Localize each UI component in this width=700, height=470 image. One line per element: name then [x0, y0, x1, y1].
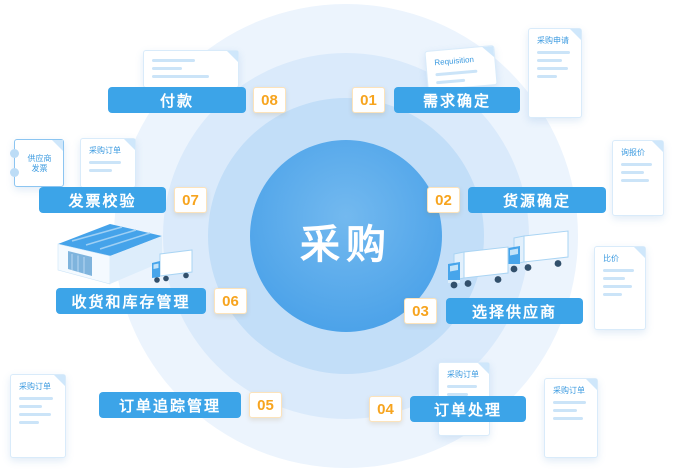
- order-tracking-doc-label: 采购订单: [19, 382, 51, 391]
- price-compare-doc-label: 比价: [603, 254, 619, 263]
- step-number-02: 02: [427, 187, 460, 213]
- warehouse-icon: [56, 218, 196, 290]
- step-number-01: 01: [352, 87, 385, 113]
- step-number-05: 05: [249, 392, 282, 418]
- step-label-sourcing: 货源确定: [468, 187, 606, 213]
- purchase-order-document-icon: 采购订单: [10, 374, 66, 458]
- requisition-doc-label: Requisition: [434, 54, 475, 68]
- price-comparison-document-icon: 比价: [594, 246, 646, 330]
- step-label-invoice-verification: 发票校验: [39, 187, 166, 213]
- step-number-03: 03: [404, 298, 437, 324]
- step-number-07: 07: [174, 187, 207, 213]
- supplier-invoice-icon: 供应商 发票: [10, 139, 64, 187]
- inquiry-doc-label: 询报价: [621, 148, 645, 157]
- order-bottom-right-doc-label: 采购订单: [553, 386, 585, 395]
- step-number-06: 06: [214, 288, 247, 314]
- step-label-order-tracking: 订单追踪管理: [99, 392, 241, 418]
- delivery-trucks-icon: [444, 228, 576, 298]
- step-number-08: 08: [253, 87, 286, 113]
- step-label-receiving-inventory: 收货和库存管理: [56, 288, 206, 314]
- step-number-04: 04: [369, 396, 402, 422]
- supplier-invoice-label: 供应商 发票: [27, 153, 52, 173]
- purchase-request-doc-label: 采购申请: [537, 36, 569, 45]
- step-label-select-supplier: 选择供应商: [446, 298, 583, 324]
- inquiry-quote-document-icon: 询报价: [612, 140, 664, 216]
- step-label-order-processing: 订单处理: [410, 396, 526, 422]
- requisition-document-icon: Requisition: [424, 45, 498, 91]
- center-title: 采购: [300, 223, 392, 267]
- step-label-payment: 付款: [108, 87, 246, 113]
- order-invoice-doc-label: 采购订单: [89, 146, 121, 155]
- purchase-request-document-icon: 采购申请: [528, 28, 582, 118]
- payment-check-icon: [143, 50, 239, 88]
- purchase-order-document-icon: 采购订单: [80, 138, 136, 188]
- step-label-requirement: 需求确定: [394, 87, 520, 113]
- order-processing-doc-label: 采购订单: [447, 370, 479, 379]
- purchase-order-document-icon: 采购订单: [544, 378, 598, 458]
